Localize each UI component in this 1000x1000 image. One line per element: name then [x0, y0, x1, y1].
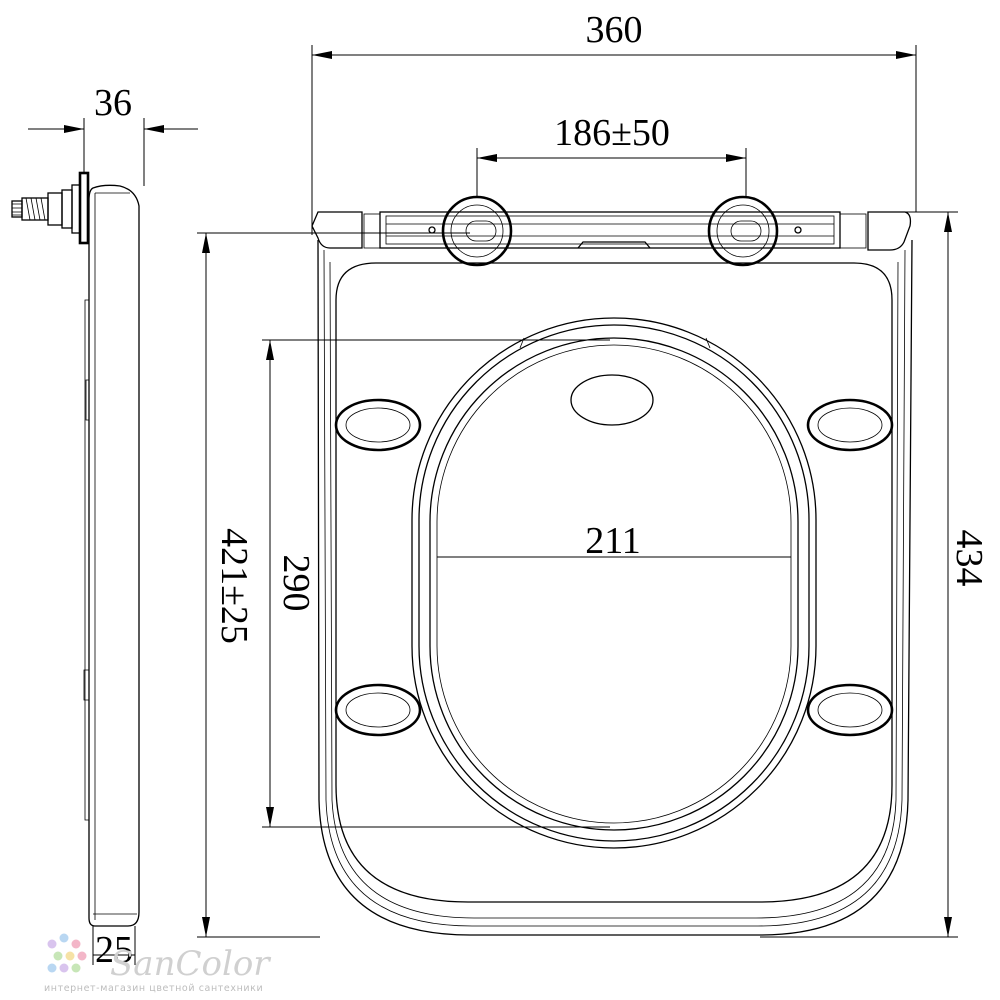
dim-overall-length: 434	[948, 530, 990, 587]
bumper-pads	[334, 398, 894, 737]
seat-top-view	[311, 195, 913, 936]
watermark-brand: SanColor	[110, 944, 271, 984]
sancolor-logo: SanColor интернет-магазин цветной сантех…	[44, 933, 271, 994]
side-view	[11, 171, 140, 927]
hinge-bolt	[11, 171, 90, 245]
watermark-tagline: интернет-магазин цветной сантехники	[44, 983, 263, 994]
dim-lid-thickness: 25	[95, 929, 133, 971]
dim-mount-to-front: 421±25	[213, 528, 255, 644]
dim-opening-width: 211	[585, 520, 641, 562]
dim-overall-width: 360	[586, 9, 643, 51]
dimension-lines	[28, 45, 958, 965]
dim-opening-length: 290	[275, 555, 317, 612]
seat-opening	[411, 317, 817, 849]
dim-hinge-spacing: 186±50	[554, 112, 670, 154]
seat-side-profile	[83, 184, 140, 927]
hinge-bar	[311, 195, 912, 267]
dim-side-depth: 36	[94, 82, 132, 124]
